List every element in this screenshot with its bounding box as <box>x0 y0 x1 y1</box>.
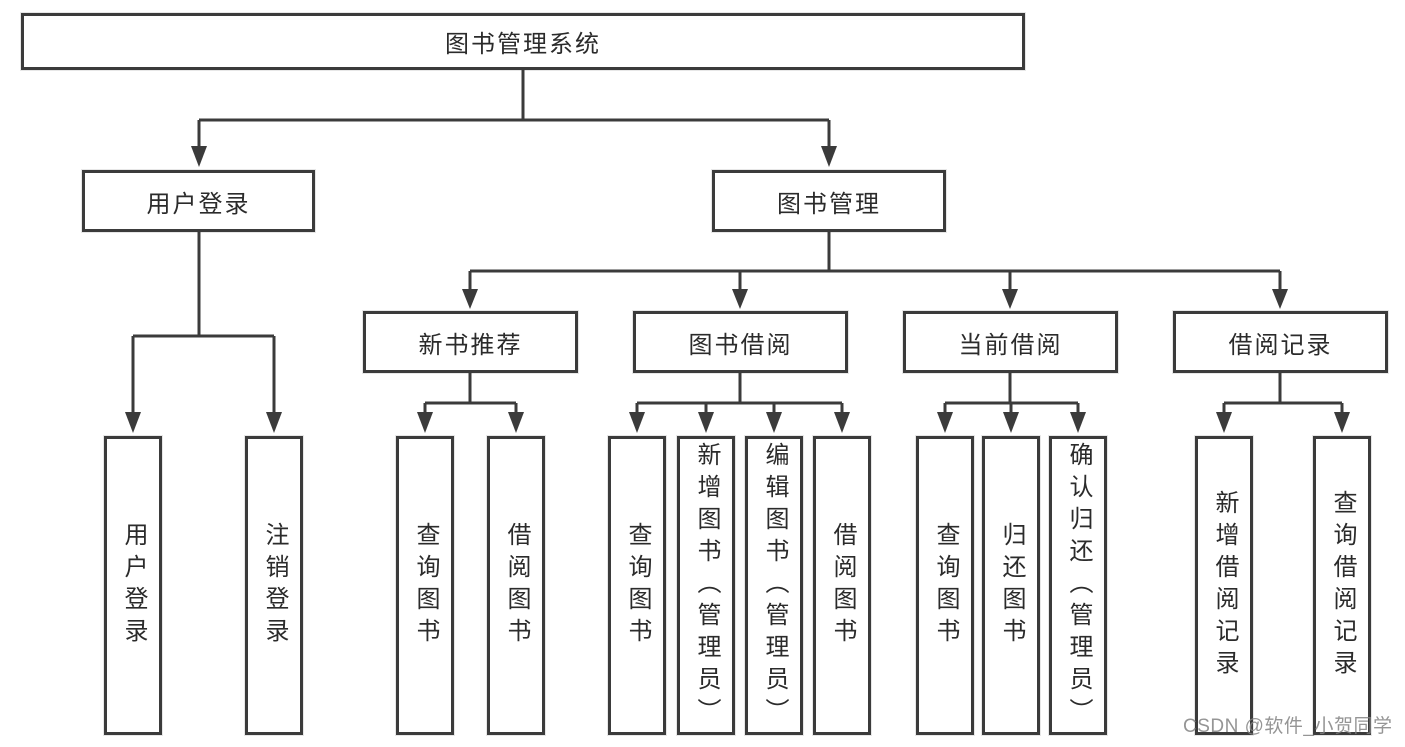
node-new-book-recommend: 新书推荐 <box>363 311 578 373</box>
leaf-bb-query-books: 查询图书 <box>608 436 666 735</box>
leaf-bb-edit-books-admin: 编辑图书（管理员） <box>745 436 803 735</box>
leaf-bb-borrow-books: 借阅图书 <box>813 436 871 735</box>
node-current-borrowing: 当前借阅 <box>903 311 1118 373</box>
leaf-nb-borrow-books: 借阅图书 <box>487 436 545 735</box>
leaf-cb-return-books: 归还图书 <box>982 436 1040 735</box>
node-borrowing-records: 借阅记录 <box>1173 311 1388 373</box>
node-library-management-system: 图书管理系统 <box>21 13 1025 70</box>
leaf-logout: 注销登录 <box>245 436 303 735</box>
node-book-borrowing: 图书借阅 <box>633 311 848 373</box>
node-book-management: 图书管理 <box>712 170 946 232</box>
node-user-login: 用户登录 <box>82 170 315 232</box>
leaf-br-query-record: 查询借阅记录 <box>1313 436 1371 735</box>
leaf-cb-confirm-return-admin: 确认归还（管理员） <box>1049 436 1107 735</box>
leaf-br-add-record: 新增借阅记录 <box>1195 436 1253 735</box>
csdn-watermark: CSDN @软件_小贺同学 <box>1183 716 1393 737</box>
leaf-nb-query-books: 查询图书 <box>396 436 454 735</box>
leaf-cb-query-books: 查询图书 <box>916 436 974 735</box>
leaf-bb-add-books-admin: 新增图书（管理员） <box>677 436 735 735</box>
leaf-user-login: 用户登录 <box>104 436 162 735</box>
